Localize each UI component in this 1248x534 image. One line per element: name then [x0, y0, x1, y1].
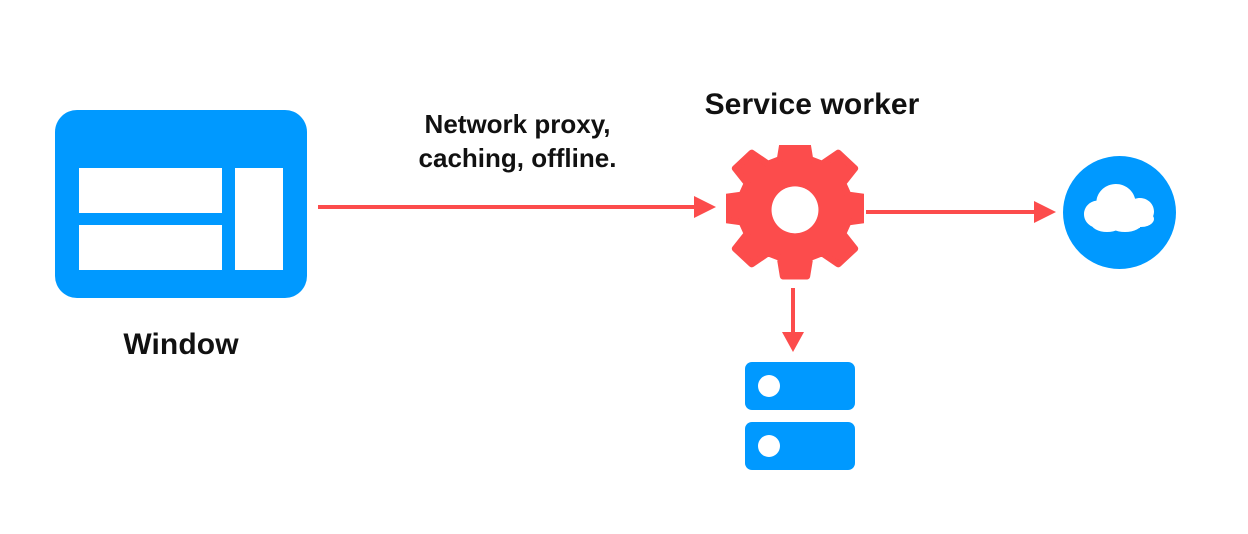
window-pane-bottom — [79, 225, 222, 270]
storage-node[interactable] — [745, 362, 855, 470]
server-storage-icon-bar-bottom — [745, 422, 855, 470]
arrow-service-worker-to-storage — [782, 288, 804, 352]
server-led-top — [758, 375, 780, 397]
service-worker-node-label: Service worker — [704, 88, 920, 121]
server-led-bottom — [758, 435, 780, 457]
window-right-column — [235, 168, 283, 270]
arrow-window-to-service-worker — [318, 196, 716, 218]
edge-label-network-proxy: Network proxy, caching, offline. — [375, 108, 660, 176]
window-node-label: Window — [123, 328, 239, 361]
cloud-circle-background — [1063, 156, 1176, 269]
edge-label-line-1: Network proxy, — [424, 109, 611, 139]
window-pane-top — [79, 168, 222, 213]
arrow-service-worker-to-cloud — [866, 201, 1056, 223]
service-worker-node[interactable] — [718, 137, 872, 283]
edge-label-line-2: caching, offline. — [418, 142, 617, 173]
window-left-column — [79, 168, 222, 270]
gear-icon — [718, 137, 872, 280]
window-sidebar-pane — [235, 168, 283, 270]
browser-window-icon — [55, 110, 307, 298]
window-node[interactable] — [55, 110, 307, 298]
cloud-icon — [1084, 184, 1154, 232]
server-storage-icon-bar-top — [745, 362, 855, 410]
cloud-node[interactable] — [1063, 156, 1176, 269]
